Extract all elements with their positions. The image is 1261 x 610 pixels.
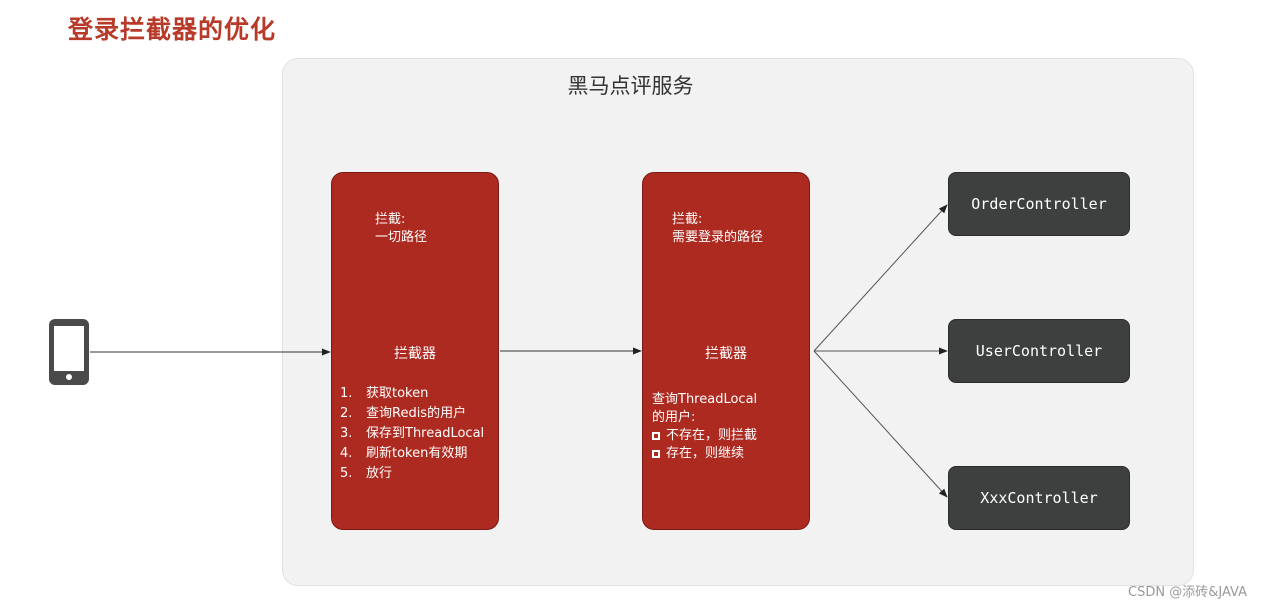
interceptor-box-2: 拦截: 需要登录的路径 拦截器 查询ThreadLocal 的用户: 不存在，则… bbox=[642, 172, 810, 530]
interceptor-box-1: 拦截: 一切路径 拦截器 1.获取token 2.查询Redis的用户 3.保存… bbox=[331, 172, 499, 530]
step-item: 3.保存到ThreadLocal bbox=[340, 426, 485, 441]
option-exist: 存在，则继续 bbox=[652, 445, 757, 463]
interceptor-2-logic: 查询ThreadLocal 的用户: 不存在，则拦截 存在，则继续 bbox=[652, 392, 758, 463]
watermark: CSDN @添砖&JAVA bbox=[1128, 585, 1247, 600]
interceptor-1-title: 拦截器 bbox=[394, 346, 436, 362]
checkbox-icon bbox=[652, 432, 660, 440]
service-title: 黑马点评服务 bbox=[567, 74, 694, 98]
arrow-to-order-controller bbox=[813, 204, 948, 352]
user-controller-box: UserController bbox=[948, 319, 1130, 383]
smartphone-icon bbox=[49, 319, 89, 385]
interceptor-2-title: 拦截器 bbox=[705, 346, 747, 362]
option-not-exist: 不存在，则拦截 bbox=[652, 427, 757, 445]
step-item: 2.查询Redis的用户 bbox=[340, 406, 467, 421]
page-title: 登录拦截器的优化 bbox=[68, 15, 277, 44]
step-item: 1.获取token bbox=[340, 386, 429, 401]
interceptor-1-note: 拦截: 一切路径 bbox=[375, 212, 428, 245]
xxx-controller-box: XxxController bbox=[948, 466, 1130, 530]
order-controller-box: OrderController bbox=[948, 172, 1130, 236]
step-item: 4.刷新token有效期 bbox=[340, 446, 468, 461]
step-item: 5.放行 bbox=[340, 466, 393, 481]
arrow-to-xxx-controller bbox=[813, 350, 948, 498]
checkbox-icon bbox=[652, 450, 660, 458]
interceptor-2-note: 拦截: 需要登录的路径 bbox=[672, 212, 764, 245]
interceptor-1-steps: 1.获取token 2.查询Redis的用户 3.保存到ThreadLocal … bbox=[340, 384, 484, 484]
